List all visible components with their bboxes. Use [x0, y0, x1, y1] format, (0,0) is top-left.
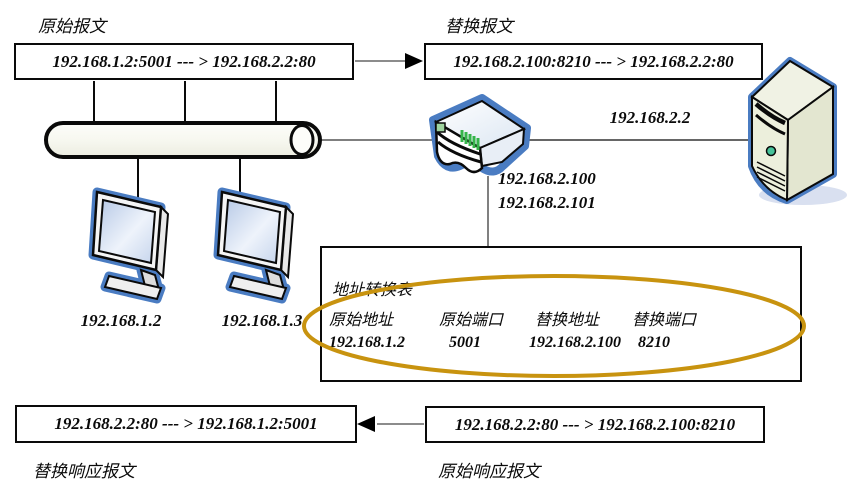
arrow-right-icon: [355, 53, 423, 69]
router-ip2-label: 192.168.2.101: [498, 193, 596, 212]
router-icon: [429, 94, 531, 176]
server-icon: [748, 57, 847, 205]
monitor-drop-lines: [137, 157, 241, 200]
translated-packet-label: 替换报文: [445, 17, 513, 36]
network-bus: [44, 121, 322, 159]
pc1-ip-label: 192.168.1.2: [80, 311, 162, 330]
original-packet-box: 192.168.1.2:5001 --- > 192.168.2.2:80: [14, 43, 354, 80]
original-packet-value: 192.168.1.2:5001 --- > 192.168.2.2:80: [52, 51, 316, 71]
pc1-monitor-icon: [93, 192, 168, 299]
nat-table-cell-new-addr: 192.168.2.100: [529, 334, 621, 351]
nat-table-title: 地址转换表: [332, 282, 413, 299]
nat-table-cell-src-port: 5001: [449, 334, 481, 351]
arrow-left-icon: [357, 416, 424, 432]
nat-table-box: 地址转换表 原始地址 原始端口 替换地址 替换端口 192.168.1.2 50…: [320, 246, 802, 382]
nat-table-header-new-port: 替换端口: [632, 312, 697, 329]
nat-table-cell-new-port: 8210: [638, 334, 670, 351]
router-ip1-label: 192.168.2.100: [498, 169, 596, 188]
pc2-monitor-icon: [218, 192, 293, 299]
original-response-label: 原始响应报文: [438, 462, 540, 481]
original-packet-label: 原始报文: [38, 17, 106, 36]
nat-table-header-src-port: 原始端口: [439, 312, 504, 329]
nat-table-header-new-addr: 替换地址: [535, 312, 600, 329]
server-ip-label: 192.168.2.2: [609, 108, 691, 127]
bus-drop-lines: [93, 81, 277, 123]
nat-table-cell-src-addr: 192.168.1.2: [329, 334, 405, 351]
translated-packet-value: 192.168.2.100:8210 --- > 192.168.2.2:80: [453, 51, 734, 71]
translated-packet-box: 192.168.2.100:8210 --- > 192.168.2.2:80: [424, 43, 763, 80]
original-response-value: 192.168.2.2:80 --- > 192.168.2.100:8210: [454, 414, 736, 434]
nat-table-header-src-addr: 原始地址: [329, 312, 394, 329]
pc2-ip-label: 192.168.1.3: [221, 311, 303, 330]
translated-response-box: 192.168.2.2:80 --- > 192.168.1.2:5001: [15, 405, 357, 443]
translated-response-value: 192.168.2.2:80 --- > 192.168.1.2:5001: [54, 414, 318, 433]
translated-response-label: 替换响应报文: [33, 462, 135, 481]
original-response-box: 192.168.2.2:80 --- > 192.168.2.100:8210: [425, 406, 765, 443]
